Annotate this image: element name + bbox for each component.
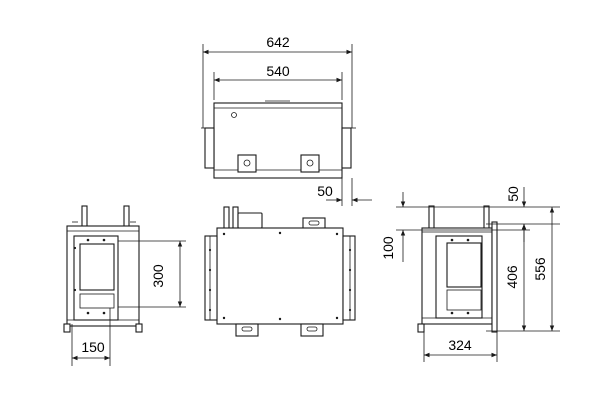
front-view	[204, 206, 356, 337]
dim-label-556: 556	[532, 257, 548, 281]
dim-label-50-right: 50	[505, 186, 521, 202]
dim-label-150: 150	[81, 339, 105, 355]
dim-label-406: 406	[504, 265, 520, 289]
dim-label-540: 540	[266, 63, 290, 79]
dim-label-50-top: 50	[317, 183, 333, 199]
front-view-body	[216, 227, 344, 325]
left-view: 300 150	[63, 205, 186, 366]
dim-label-642: 642	[266, 34, 290, 50]
top-view: 642 540 50	[201, 34, 372, 206]
dim-label-324: 324	[448, 337, 472, 353]
front-top-duct	[237, 212, 263, 229]
left-spigot	[204, 127, 215, 169]
right-view: 100 50 406 556 324	[380, 186, 560, 362]
right-spigot	[341, 127, 352, 169]
dim-label-100: 100	[380, 236, 396, 260]
dim-label-300: 300	[150, 264, 166, 288]
